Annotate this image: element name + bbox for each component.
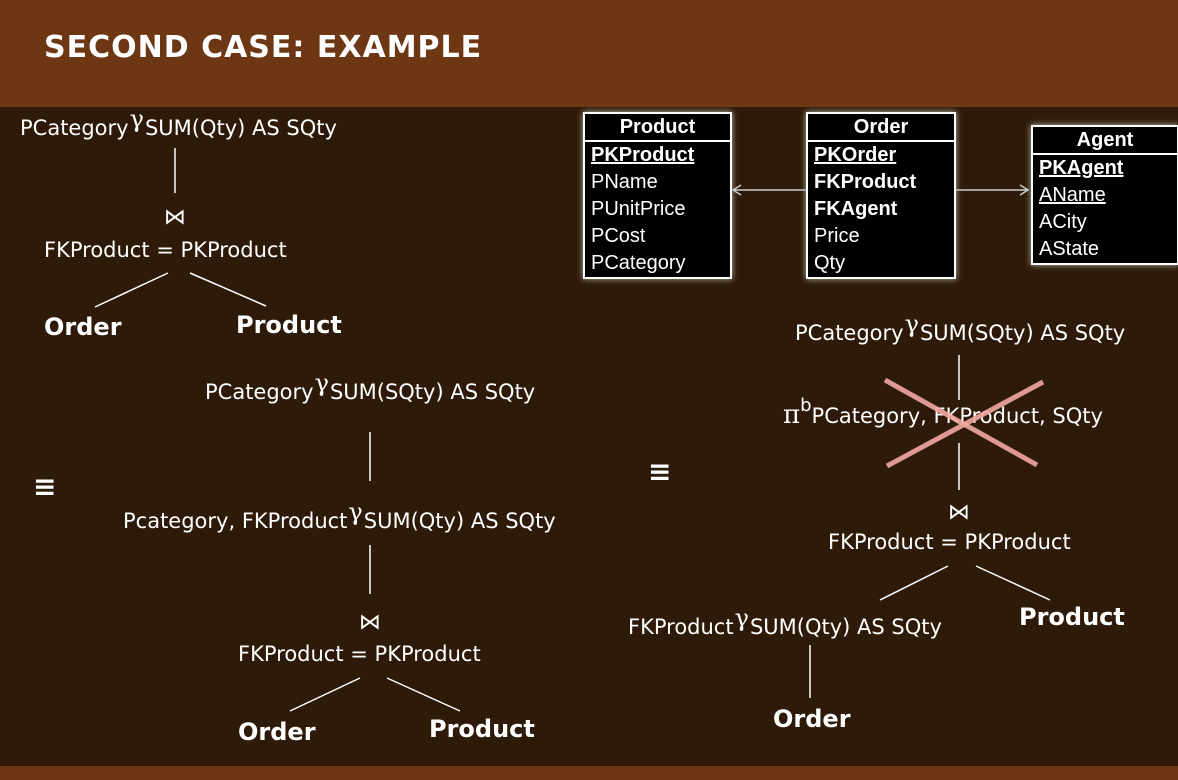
- join-symbol: ⋈: [164, 205, 186, 230]
- slide-title: SECOND CASE: EXAMPLE: [44, 30, 483, 65]
- order-field: Qty: [814, 252, 846, 274]
- edge-join-order-lb: [289, 677, 361, 712]
- product-leaf: Product: [1019, 603, 1125, 631]
- join-condition: FKProduct = PKProduct: [44, 238, 287, 262]
- agent-table-header: Agent: [1033, 127, 1177, 155]
- join-symbol: ⋈: [948, 500, 970, 525]
- product-field: PUnitPrice: [591, 198, 686, 220]
- order-table-header: Order: [808, 114, 954, 142]
- product-leaf: Product: [429, 715, 535, 743]
- product-leaf: Product: [236, 311, 342, 339]
- product-field: PCategory: [591, 252, 686, 274]
- group-attr: Pcategory, FKProduct: [123, 509, 348, 533]
- pi-symbol: π: [783, 400, 801, 430]
- agent-field: AState: [1039, 238, 1100, 260]
- gamma-symbol: γ: [314, 369, 329, 397]
- group-attr: PCategory: [205, 380, 314, 404]
- order-leaf: Order: [773, 705, 851, 733]
- agg-expr: SUM(Qty) AS SQty: [363, 509, 556, 533]
- product-field: PKProduct: [591, 144, 695, 166]
- join-symbol: ⋈: [359, 610, 381, 635]
- group-by-node-inner: FKProductγSUM(Qty) AS SQty: [628, 604, 942, 640]
- group-attr: FKProduct: [628, 615, 734, 639]
- agg-expr: SUM(SQty) AS SQty: [329, 380, 536, 404]
- order-field: PKOrder: [814, 144, 897, 166]
- slide-footer: [0, 766, 1178, 780]
- order-leaf: Order: [238, 718, 316, 746]
- agg-expr: SUM(Qty) AS SQty: [144, 116, 337, 140]
- order-field: FKAgent: [814, 198, 898, 220]
- gamma-symbol: γ: [129, 105, 144, 133]
- product-table: Product PKProduct PName PUnitPrice PCost…: [583, 112, 732, 279]
- slide-header: [0, 0, 1178, 107]
- product-field: PName: [591, 171, 658, 193]
- agent-field: ACity: [1039, 211, 1087, 233]
- product-field: PCost: [591, 225, 646, 247]
- agent-field: AName: [1039, 184, 1106, 206]
- edge-join-product-lb: [386, 677, 461, 712]
- join-condition: FKProduct = PKProduct: [238, 642, 481, 666]
- pi-superscript: b: [800, 395, 812, 416]
- edge-join-gamma-r: [879, 565, 949, 601]
- product-table-header: Product: [585, 114, 730, 142]
- agg-expr: SUM(SQty) AS SQty: [919, 321, 1126, 345]
- agent-table: Agent PKAgent AName ACity AState: [1031, 125, 1178, 265]
- group-by-node: PCategoryγSUM(SQty) AS SQty: [205, 369, 536, 405]
- order-table: Order PKOrder FKProduct FKAgent Price Qt…: [806, 112, 956, 279]
- agent-field: PKAgent: [1039, 157, 1124, 179]
- join-condition: FKProduct = PKProduct: [828, 530, 1071, 554]
- group-by-node-inner: Pcategory, FKProductγSUM(Qty) AS SQty: [123, 498, 556, 534]
- group-by-node: PCategoryγSUM(Qty) AS SQty: [20, 105, 337, 141]
- order-field: FKProduct: [814, 171, 917, 193]
- projection-node: πbPCategory, FKProduct, SQty: [783, 395, 1103, 430]
- agg-expr: SUM(Qty) AS SQty: [749, 615, 942, 639]
- equivalence-symbol-right: ≡: [648, 455, 672, 488]
- edge-join-product-r: [975, 565, 1051, 601]
- edge-join-order-lt: [94, 272, 169, 308]
- gamma-symbol: γ: [734, 604, 749, 632]
- group-attr: PCategory: [795, 321, 904, 345]
- group-by-node: PCategoryγSUM(SQty) AS SQty: [795, 310, 1126, 346]
- projection-attrs: PCategory, FKProduct, SQty: [811, 404, 1103, 428]
- edge-join-product-lt: [189, 272, 267, 307]
- order-field: Price: [814, 225, 860, 247]
- equivalence-symbol-left: ≡: [33, 470, 57, 503]
- gamma-symbol: γ: [348, 498, 363, 526]
- group-attr: PCategory: [20, 116, 129, 140]
- order-leaf: Order: [44, 313, 122, 341]
- gamma-symbol: γ: [904, 310, 919, 338]
